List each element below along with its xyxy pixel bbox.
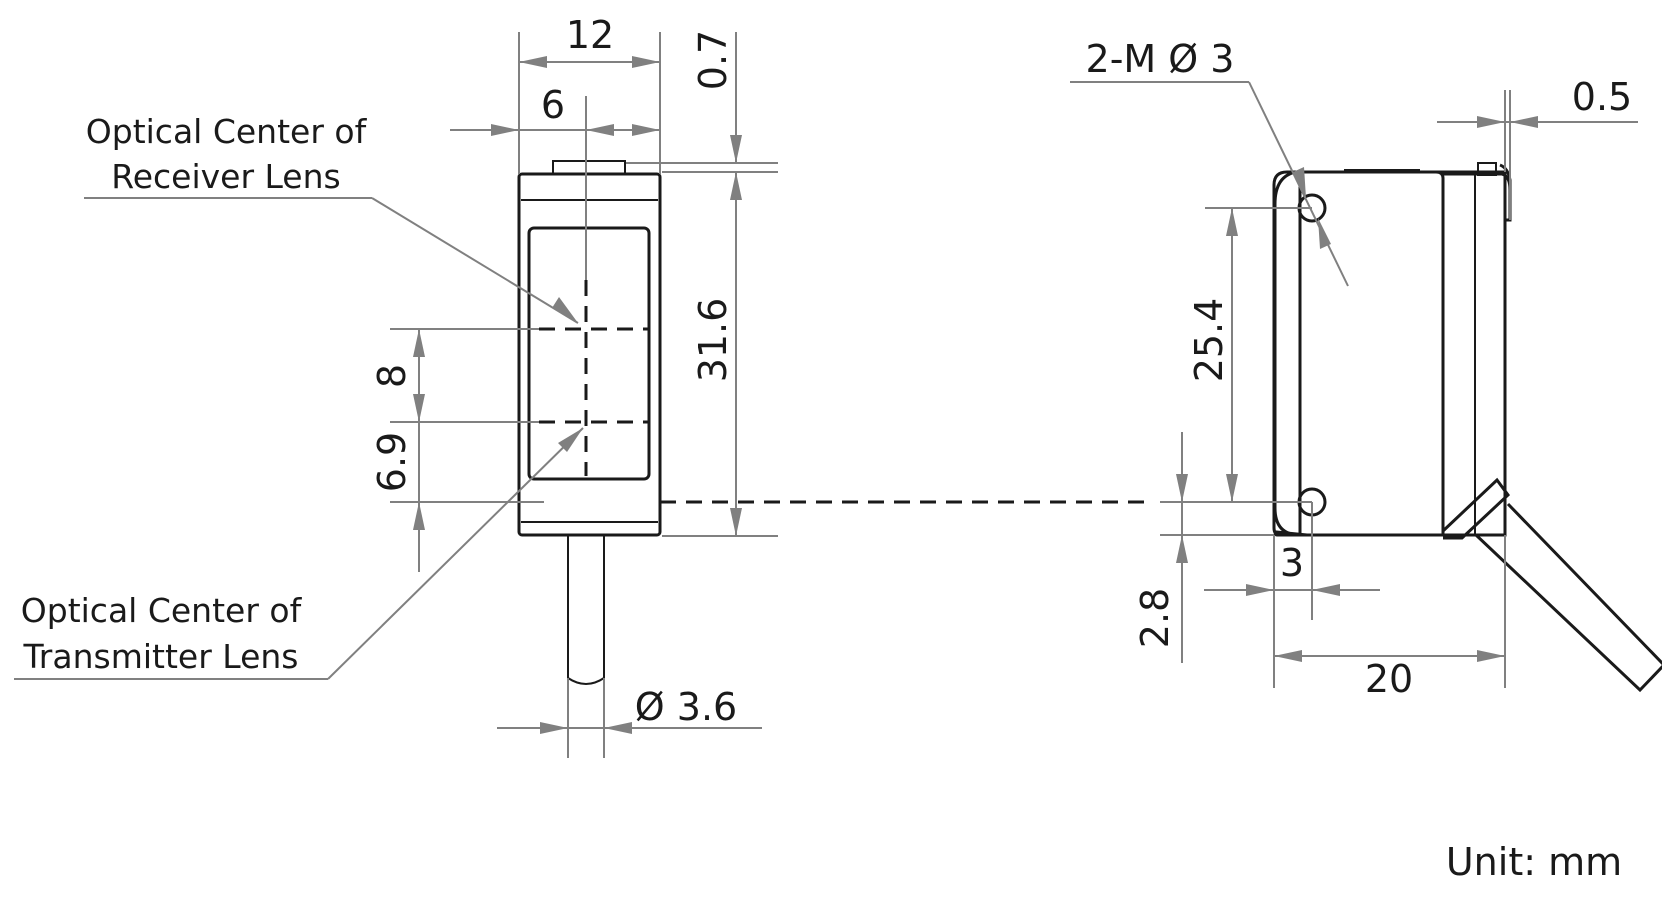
dim-hole-bottom: 2.8	[1133, 588, 1177, 648]
dim-lens-spacing: 8	[370, 364, 414, 388]
side-mount-flange	[1272, 170, 1302, 537]
transmitter-label-line1: Optical Center of	[21, 591, 303, 630]
callout-labels: Optical Center of Receiver Lens Optical …	[21, 112, 1622, 884]
front-cable	[567, 535, 605, 685]
dim-side-offset: 0.5	[1572, 75, 1632, 119]
transmitter-label-line2: Transmitter Lens	[23, 637, 299, 676]
dim-depth: 20	[1365, 657, 1413, 701]
dim-hole-spec: 2-M Ø 3	[1086, 37, 1235, 81]
front-top-cap	[552, 160, 626, 175]
side-angled-cable	[1441, 477, 1510, 540]
leader-lines	[14, 197, 584, 680]
side-view	[1272, 162, 1662, 693]
dim-cable-diameter: Ø 3.6	[635, 685, 737, 729]
dim-hole-side: 3	[1280, 541, 1304, 585]
receiver-label-line1: Optical Center of	[86, 112, 368, 151]
dimension-labels: 12 6 0.7 31.6 8 6.9 Ø 3.6 2-M Ø 3 0.5 25…	[370, 13, 1632, 729]
dim-width-half: 6	[541, 83, 565, 127]
dim-height-total: 31.6	[691, 298, 735, 383]
lens-window	[527, 226, 651, 481]
side-right-cap	[1443, 172, 1512, 220]
front-dimensions	[390, 32, 778, 758]
unit-label: Unit: mm	[1446, 840, 1622, 884]
dim-width-total: 12	[566, 13, 614, 57]
side-body-outline	[1273, 170, 1507, 537]
dim-lens-bottom: 6.9	[370, 432, 414, 492]
front-view	[517, 160, 662, 685]
dim-top-offset: 0.7	[691, 30, 735, 90]
receiver-label-line2: Receiver Lens	[111, 157, 340, 196]
dim-hole-spacing: 25.4	[1187, 298, 1231, 383]
front-body-outline	[517, 172, 662, 537]
side-dimensions	[1070, 81, 1638, 688]
